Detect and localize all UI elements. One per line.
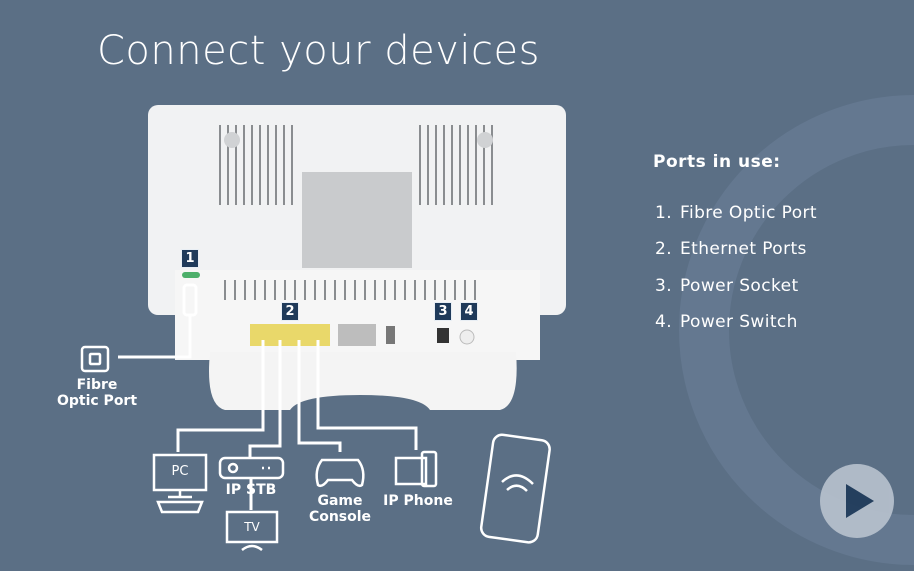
ip-phone-icon: [394, 450, 438, 488]
fibre-port-icon: [80, 345, 110, 373]
label-line: Optic Port: [56, 393, 138, 409]
ethernet-ports: [250, 324, 330, 346]
pc-icon: [152, 453, 208, 514]
label-line: Game: [317, 493, 363, 509]
router-image: [148, 105, 566, 410]
port-label: Fibre Optic Port: [680, 203, 817, 223]
smartphone-icon: [479, 433, 551, 544]
port-num: 4.: [655, 312, 673, 332]
port-label: Ethernet Ports: [680, 239, 807, 259]
badge-2: 2: [281, 302, 299, 321]
port-item-ethernet: 2. Ethernet Ports: [655, 239, 807, 259]
cables: [118, 283, 418, 510]
tv-icon: [225, 510, 279, 552]
ip-stb-label: IP STB: [225, 482, 277, 498]
badge-1: 1: [181, 249, 199, 268]
set-top-box-icon: [218, 456, 285, 480]
ports-heading: Ports in use:: [653, 152, 781, 172]
label-line: Console: [308, 509, 372, 525]
pc-label: PC: [171, 464, 189, 479]
ip-phone-label: IP Phone: [383, 493, 453, 509]
play-button[interactable]: [820, 464, 894, 538]
port-item-fibre: 1. Fibre Optic Port: [655, 203, 817, 223]
port-item-power-switch: 4. Power Switch: [655, 312, 798, 332]
watermark-logo: [679, 95, 914, 565]
power-switch: [459, 329, 475, 345]
port-num: 2.: [655, 239, 673, 259]
port-label: Power Socket: [680, 276, 799, 296]
play-icon: [846, 484, 874, 518]
page-title: Connect your devices: [97, 28, 540, 74]
tv-label: TV: [244, 520, 260, 534]
game-controller-icon: [315, 458, 365, 488]
power-socket: [437, 328, 449, 343]
port-item-power-socket: 3. Power Socket: [655, 276, 799, 296]
port-num: 3.: [655, 276, 673, 296]
badge-4: 4: [460, 302, 478, 321]
label-line: Fibre: [76, 377, 118, 393]
badge-3: 3: [434, 302, 452, 321]
port-label: Power Switch: [680, 312, 798, 332]
port-num: 1.: [655, 203, 673, 223]
